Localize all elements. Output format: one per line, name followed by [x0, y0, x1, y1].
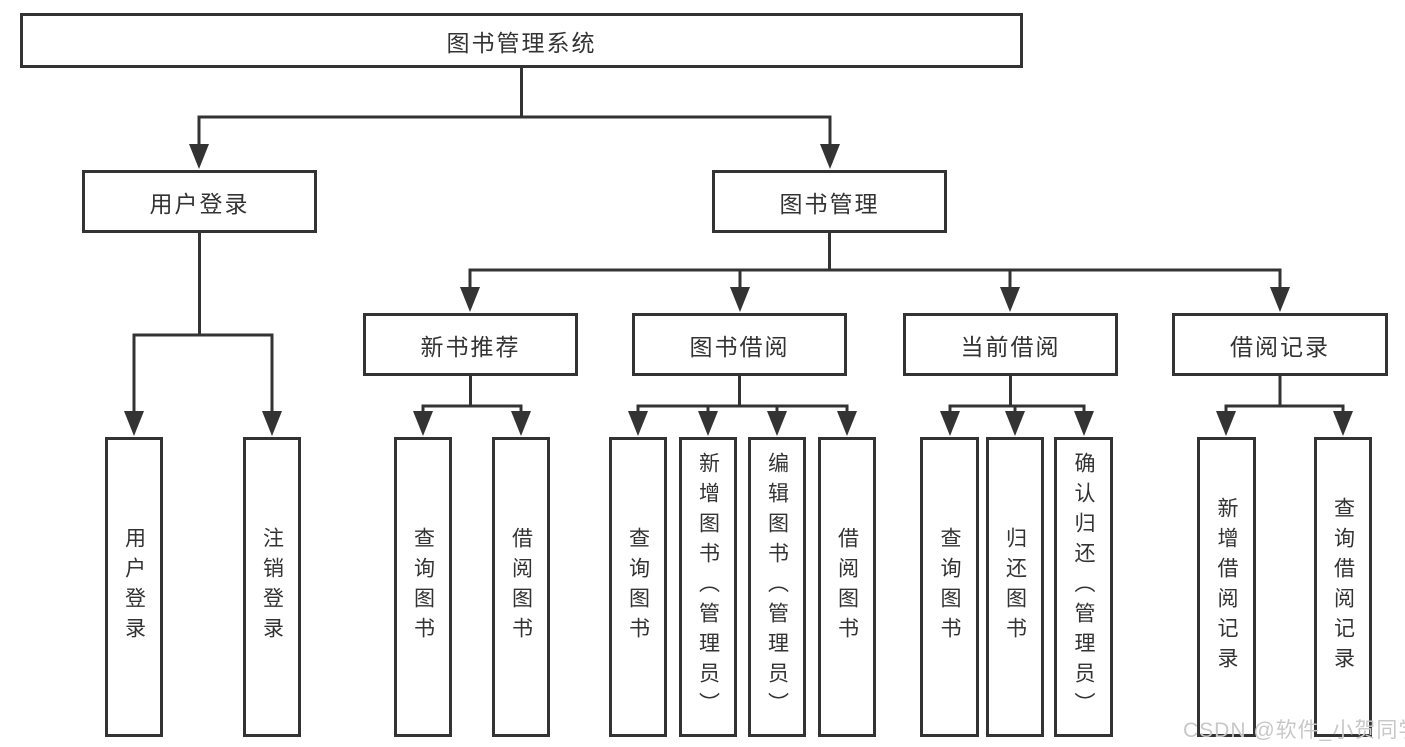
- leaf-records-query-label: 查询借阅记录: [1331, 497, 1355, 677]
- node-book-management-label: 图书管理: [779, 190, 880, 217]
- node-book-borrow: 图书借阅: [632, 313, 847, 376]
- leaf-current-confirm-return-admin-label: 确认归还（管理员）: [1072, 452, 1095, 722]
- leaf-borrow-add-books-admin: 新增图书（管理员）: [679, 437, 737, 737]
- node-root-label: 图书管理系统: [446, 29, 597, 56]
- node-new-book-recommend: 新书推荐: [363, 313, 578, 376]
- leaf-current-query-books-label: 查询图书: [938, 527, 961, 647]
- node-user-login: 用户登录: [82, 170, 317, 233]
- leaf-current-confirm-return-admin: 确认归还（管理员）: [1054, 437, 1113, 737]
- leaf-logout-label: 注销登录: [260, 527, 284, 647]
- leaf-recommend-query-books: 查询图书: [394, 437, 452, 737]
- leaf-current-return-books-label: 归还图书: [1003, 527, 1027, 647]
- leaf-user-login: 用户登录: [105, 437, 163, 737]
- leaf-records-add-label: 新增借阅记录: [1215, 497, 1238, 677]
- leaf-recommend-borrow-books-label: 借阅图书: [509, 527, 533, 647]
- node-book-management: 图书管理: [712, 170, 947, 233]
- node-new-book-recommend-label: 新书推荐: [420, 333, 521, 360]
- node-book-borrow-label: 图书借阅: [689, 333, 790, 360]
- node-user-login-label: 用户登录: [149, 190, 250, 217]
- node-current-borrow-label: 当前借阅: [960, 333, 1061, 360]
- leaf-current-return-books: 归还图书: [986, 437, 1044, 737]
- leaf-records-query: 查询借阅记录: [1314, 437, 1372, 737]
- leaf-logout: 注销登录: [243, 437, 301, 737]
- leaf-borrow-edit-books-admin-label: 编辑图书（管理员）: [765, 452, 789, 722]
- leaf-borrow-add-books-admin-label: 新增图书（管理员）: [696, 452, 720, 722]
- leaf-borrow-query-books-label: 查询图书: [626, 527, 650, 647]
- leaf-records-add: 新增借阅记录: [1197, 437, 1256, 737]
- csdn-watermark: CSDN @软件_小贺同学: [1183, 719, 1405, 742]
- leaf-recommend-borrow-books: 借阅图书: [492, 437, 550, 737]
- leaf-borrow-borrow-books: 借阅图书: [818, 437, 876, 737]
- node-borrow-records: 借阅记录: [1172, 313, 1388, 376]
- node-borrow-records-label: 借阅记录: [1230, 333, 1330, 360]
- node-current-borrow: 当前借阅: [903, 313, 1118, 376]
- leaf-borrow-query-books: 查询图书: [609, 437, 667, 737]
- leaf-current-query-books: 查询图书: [920, 437, 979, 737]
- node-root-system: 图书管理系统: [20, 13, 1023, 68]
- leaf-borrow-edit-books-admin: 编辑图书（管理员）: [748, 437, 806, 737]
- leaf-recommend-query-books-label: 查询图书: [411, 527, 435, 647]
- leaf-borrow-borrow-books-label: 借阅图书: [835, 527, 859, 647]
- leaf-user-login-label: 用户登录: [122, 527, 146, 647]
